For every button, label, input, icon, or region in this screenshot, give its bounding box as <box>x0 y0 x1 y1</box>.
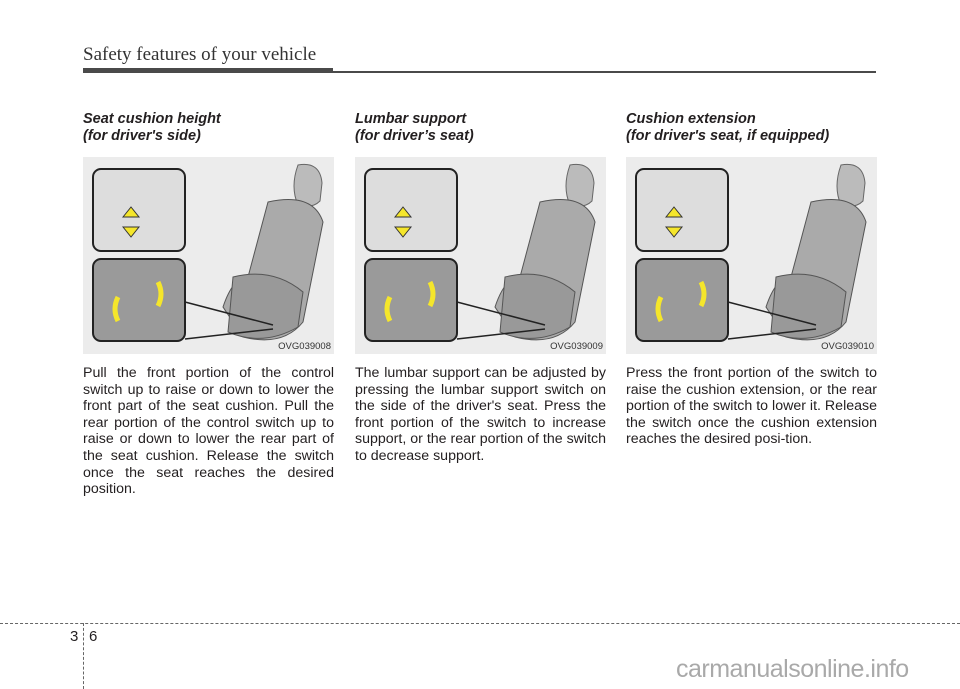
inset-top <box>635 168 729 252</box>
inset-bottom <box>92 258 186 342</box>
section-column: Cushion extension (for driver's seat, if… <box>626 111 877 448</box>
footer-divider <box>83 623 84 689</box>
figure-code: OVG039008 <box>277 341 332 352</box>
seat-icon <box>765 163 867 341</box>
section-heading: Lumbar support (for driver’s seat) <box>355 111 606 157</box>
inset-bottom <box>635 258 729 342</box>
section-subtitle: (for driver's seat, if equipped) <box>626 128 830 144</box>
watermark: carmanualsonline.info <box>676 655 909 683</box>
seat-illustration: OVG039009 <box>355 157 606 354</box>
section-body: The lumbar support can be adjusted by pr… <box>355 365 606 464</box>
yellow-arrow-icon <box>393 206 413 238</box>
figure-code: OVG039010 <box>820 341 875 352</box>
seat-illustration: OVG039008 <box>83 157 334 354</box>
section-title: Seat cushion height <box>83 111 221 127</box>
section-number: 3 <box>70 628 79 645</box>
header-rule <box>333 71 876 73</box>
section-body: Press the front portion of the switch to… <box>626 365 877 448</box>
section-subtitle: (for driver's side) <box>83 128 201 144</box>
header-bar <box>83 68 333 73</box>
page-number: 6 <box>89 628 98 645</box>
page-header-title: Safety features of your vehicle <box>83 44 317 65</box>
figure-code: OVG039009 <box>549 341 604 352</box>
seat-icon <box>494 163 596 341</box>
yellow-arrow-icon <box>664 206 684 238</box>
inset-bottom <box>364 258 458 342</box>
section-title: Cushion extension <box>626 111 756 127</box>
section-body: Pull the front portion of the control sw… <box>83 365 334 498</box>
inset-top <box>364 168 458 252</box>
footer-rule <box>0 623 960 624</box>
section-column: Seat cushion height (for driver's side) … <box>83 111 334 498</box>
inset-top <box>92 168 186 252</box>
section-column: Lumbar support (for driver’s seat) OVG03… <box>355 111 606 465</box>
section-heading: Seat cushion height (for driver's side) <box>83 111 334 157</box>
seat-icon <box>222 163 324 341</box>
section-title: Lumbar support <box>355 111 467 127</box>
yellow-arrow-icon <box>121 206 141 238</box>
seat-illustration: OVG039010 <box>626 157 877 354</box>
section-heading: Cushion extension (for driver's seat, if… <box>626 111 877 157</box>
section-subtitle: (for driver’s seat) <box>355 128 474 144</box>
